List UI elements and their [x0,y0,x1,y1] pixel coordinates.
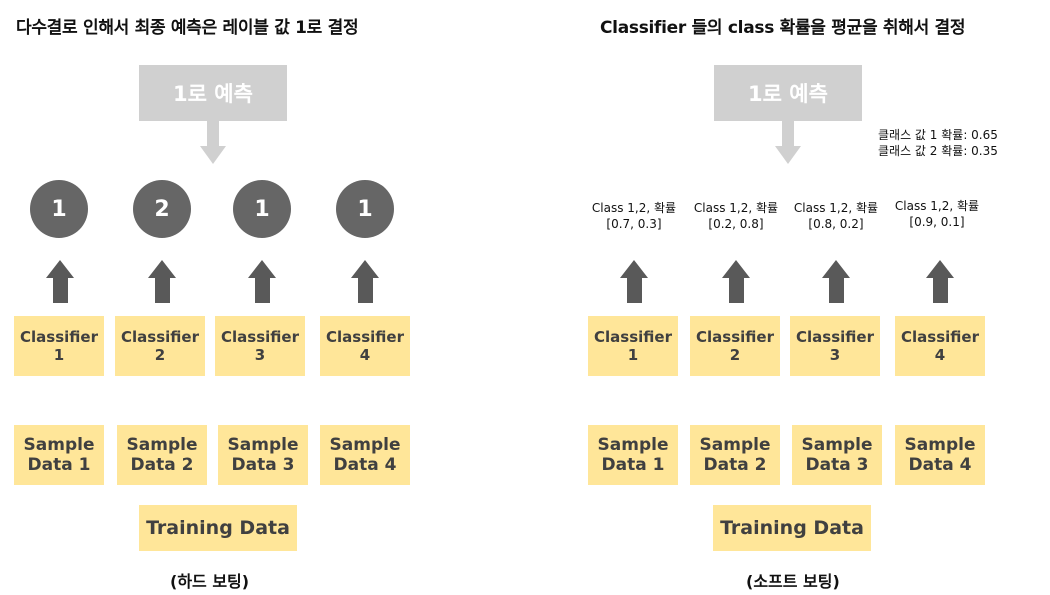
up-arrow-icon [148,260,176,303]
classifier-number: 1 [53,346,65,364]
sample-index: Data 1 [27,455,91,475]
classifier-box: Classifier 1 [14,316,104,376]
sample-data-box: Sample Data 3 [792,425,882,485]
classifier-box: Classifier 3 [790,316,880,376]
soft-voting-title: Classifier 들의 class 확률을 평균을 취해서 결정 [600,18,966,38]
vote-circle: 2 [133,180,191,238]
classifier-number: 3 [829,346,841,364]
prob-title: Class 1,2, 확률 [894,199,980,213]
sample-index: Data 2 [130,455,194,475]
down-arrow-icon [775,121,801,164]
classifier-number: 1 [627,346,639,364]
hard-prediction-box: 1로 예측 [139,65,287,121]
sample-data-box: Sample Data 2 [690,425,780,485]
sample-data-box: Sample Data 3 [218,425,308,485]
sample-index: Data 3 [231,455,295,475]
classifier-number: 3 [254,346,266,364]
up-arrow-icon [722,260,750,303]
soft-prediction-box: 1로 예측 [714,65,862,121]
sample-label: Sample [597,434,669,455]
classifier-box: Classifier 1 [588,316,678,376]
sample-index: Data 3 [805,455,869,475]
classifier-number: 2 [729,346,741,364]
hard-voting-caption: (하드 보팅) [170,572,250,591]
classifier-label: Classifier [796,328,874,346]
sample-label: Sample [329,434,401,455]
classifier-label: Classifier [20,328,98,346]
sample-label: Sample [699,434,771,455]
class-probability-label: Class 1,2, 확률 [0.8, 0.2] [781,200,891,232]
average-probabilities: 클래스 값 1 확률: 0.65 클래스 값 2 확률: 0.35 [878,127,998,159]
prob-title: Class 1,2, 확률 [693,201,779,215]
classifier-number: 4 [934,346,946,364]
prob-value: [0.9, 0.1] [909,215,965,230]
classifier-box: Classifier 4 [895,316,985,376]
prob-title: Class 1,2, 확률 [591,201,677,215]
classifier-label: Classifier [121,328,199,346]
classifier-number: 4 [359,346,371,364]
sample-label: Sample [801,434,873,455]
up-arrow-icon [926,260,954,303]
sample-label: Sample [126,434,198,455]
prob-value: [0.8, 0.2] [808,217,864,232]
soft-voting-caption: (소프트 보팅) [746,572,840,591]
up-arrow-icon [822,260,850,303]
classifier-box: Classifier 4 [320,316,410,376]
classifier-box: Classifier 2 [690,316,780,376]
up-arrow-icon [46,260,74,303]
sample-index: Data 4 [333,455,397,475]
vote-circle: 1 [233,180,291,238]
sample-index: Data 1 [601,455,665,475]
sample-data-box: Sample Data 2 [117,425,207,485]
sample-data-box: Sample Data 4 [895,425,985,485]
sample-label: Sample [904,434,976,455]
class-probability-label: Class 1,2, 확률 [0.2, 0.8] [681,200,791,232]
sample-data-box: Sample Data 1 [14,425,104,485]
vote-circle: 1 [30,180,88,238]
up-arrow-icon [351,260,379,303]
down-arrow-icon [200,121,226,164]
sample-data-box: Sample Data 1 [588,425,678,485]
sample-label: Sample [227,434,299,455]
classifier-label: Classifier [901,328,979,346]
sample-label: Sample [23,434,95,455]
hard-voting-title: 다수결로 인해서 최종 예측은 레이블 값 1로 결정 [16,18,359,38]
classifier-box: Classifier 3 [215,316,305,376]
vote-circle: 1 [336,180,394,238]
classifier-label: Classifier [696,328,774,346]
classifier-label: Classifier [221,328,299,346]
sample-data-box: Sample Data 4 [320,425,410,485]
classifier-label: Classifier [594,328,672,346]
prob-value: [0.2, 0.8] [708,217,764,232]
training-data-box: Training Data [139,505,297,551]
up-arrow-icon [620,260,648,303]
sample-index: Data 4 [908,455,972,475]
training-data-box: Training Data [713,505,871,551]
classifier-number: 2 [154,346,166,364]
class-probability-label: Class 1,2, 확률 [0.7, 0.3] [579,200,689,232]
classifier-label: Classifier [326,328,404,346]
prob-value: [0.7, 0.3] [606,217,662,232]
average-class-1: 클래스 값 1 확률: 0.65 [878,128,998,142]
average-class-2: 클래스 값 2 확률: 0.35 [878,144,998,159]
sample-index: Data 2 [703,455,767,475]
classifier-box: Classifier 2 [115,316,205,376]
prob-title: Class 1,2, 확률 [793,201,879,215]
up-arrow-icon [248,260,276,303]
class-probability-label: Class 1,2, 확률 [0.9, 0.1] [882,198,992,230]
